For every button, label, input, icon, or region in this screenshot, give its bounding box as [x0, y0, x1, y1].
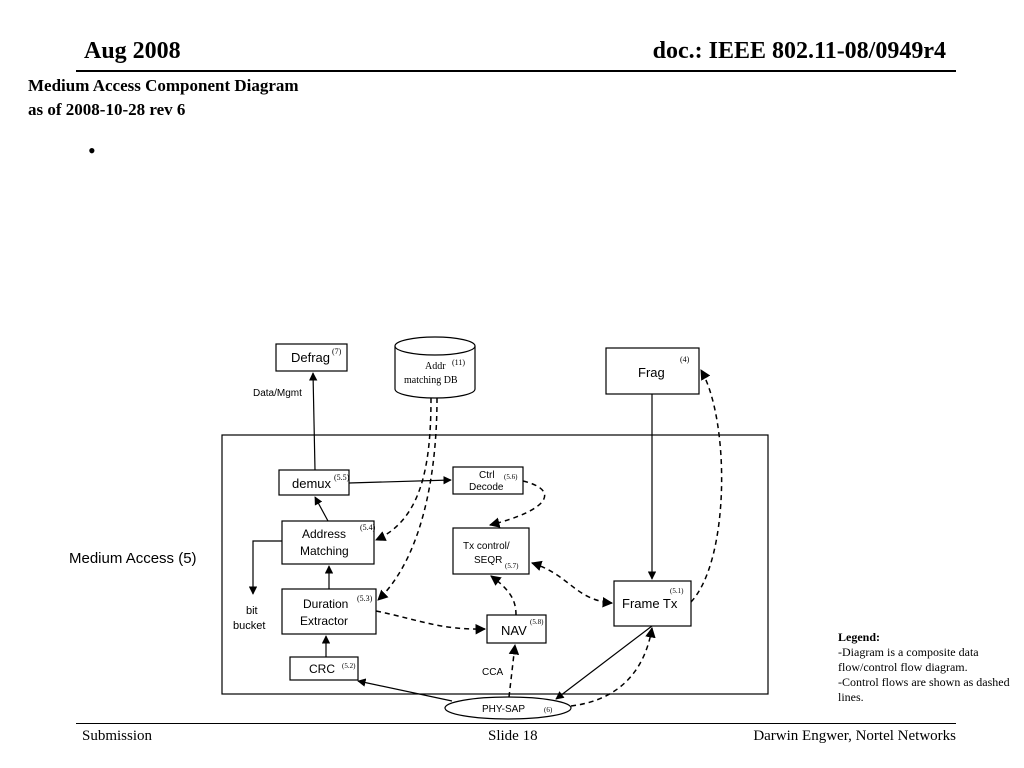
control-ctrl-decode-to-tx-control [488, 480, 546, 528]
duration-extractor-ref: (5.3) [357, 594, 373, 603]
data-mgmt-label: Data/Mgmt [253, 388, 302, 399]
empty-bullet: • [88, 138, 96, 163]
tx-control-seqr-box: Tx control/ SEQR (5.7) [452, 527, 530, 575]
header-divider [76, 70, 956, 72]
nav-label: NAV [501, 623, 527, 638]
phy-sap-label: PHY-SAP [482, 704, 525, 715]
defrag-ref: (7) [332, 347, 342, 356]
demux-box: demux (5.5) [278, 469, 350, 496]
crc-box: CRC (5.2) [289, 656, 359, 681]
phy-sap-ref: (6) [544, 706, 553, 714]
footer-submission: Submission [82, 728, 153, 744]
ctrl-decode-label-1: Ctrl [479, 470, 495, 481]
footer-slide-number: Slide 18 [488, 728, 538, 744]
legend-line-2: -Control flows are shown as dashed lines… [838, 675, 1010, 704]
control-phy-sap-to-frame-tx [570, 626, 656, 707]
control-db-to-duration [377, 397, 438, 601]
frame-tx-label: Frame Tx [622, 596, 678, 611]
footer-divider [76, 723, 956, 724]
demux-ref: (5.5) [334, 473, 350, 482]
defrag-box: Defrag (7) [275, 343, 348, 372]
address-matching-ref: (5.4) [360, 523, 376, 532]
medium-access-label: Medium Access (5) [69, 550, 197, 567]
frame-tx-box: Frame Tx (5.1) [613, 580, 692, 627]
flow-frame-tx-to-phy-sap [555, 625, 653, 700]
addr-matching-db-cylinder: Addr (11) matching DB [394, 336, 476, 399]
duration-extractor-label-1: Duration [303, 597, 348, 611]
footer-author: Darwin Engwer, Nortel Networks [753, 728, 956, 744]
flow-demux-to-defrag [308, 372, 318, 471]
frag-label: Frag [638, 365, 665, 380]
crc-ref: (5.2) [342, 662, 356, 670]
address-matching-box: Address Matching (5.4) [281, 520, 376, 565]
flow-phy-sap-to-crc [357, 678, 453, 702]
nav-ref: (5.8) [530, 618, 544, 626]
duration-extractor-box: Duration Extractor (5.3) [281, 588, 377, 635]
flow-address-matching-to-bit-bucket [248, 540, 282, 595]
legend-title: Legend: [838, 630, 880, 644]
tx-control-label-1: Tx control/ [463, 541, 510, 552]
addr-db-label-1: Addr [425, 361, 446, 372]
demux-label: demux [292, 476, 332, 491]
ctrl-decode-ref: (5.6) [504, 473, 518, 481]
tx-control-label-2: SEQR [474, 555, 502, 566]
address-matching-label-1: Address [302, 527, 346, 541]
bit-bucket-label-1: bit [246, 605, 258, 617]
phy-sap-ellipse: PHY-SAP (6) [444, 696, 572, 720]
bit-bucket-label-2: bucket [233, 620, 265, 632]
control-phy-sap-to-nav [508, 643, 520, 698]
defrag-label: Defrag [291, 350, 330, 365]
control-db-to-address-matching [375, 397, 432, 541]
control-frame-tx-to-frag [690, 369, 723, 603]
header-doc-id: doc.: IEEE 802.11-08/0949r4 [652, 38, 946, 64]
addr-db-ref: (11) [452, 358, 465, 367]
flow-demux-to-ctrl-decode [348, 476, 452, 485]
cca-label: CCA [482, 667, 503, 678]
crc-label: CRC [309, 662, 335, 676]
addr-db-label-2: matching DB [404, 375, 458, 386]
nav-box: NAV (5.8) [486, 614, 547, 644]
ctrl-decode-label-2: Decode [469, 482, 504, 493]
slide-title-line2: as of 2008-10-28 rev 6 [28, 100, 186, 119]
control-duration-to-nav [375, 610, 487, 635]
address-matching-label-2: Matching [300, 544, 349, 558]
tx-control-ref: (5.7) [505, 562, 519, 570]
duration-extractor-label-2: Extractor [300, 614, 348, 628]
frame-tx-ref: (5.1) [670, 587, 684, 595]
legend-line-1: -Diagram is a composite data flow/contro… [838, 645, 979, 674]
legend: Legend: -Diagram is a composite data flo… [838, 630, 1018, 705]
ctrl-decode-box: Ctrl (5.6) Decode [452, 466, 524, 495]
header-date: Aug 2008 [84, 38, 181, 64]
frag-ref: (4) [680, 355, 690, 364]
control-nav-to-tx-control [490, 575, 517, 616]
flow-address-matching-to-demux [314, 496, 329, 522]
slide-title-line1: Medium Access Component Diagram [28, 76, 299, 95]
control-tx-control-frame-tx [530, 560, 614, 608]
frag-box: Frag (4) [605, 347, 700, 395]
medium-access-boundary [221, 434, 769, 695]
